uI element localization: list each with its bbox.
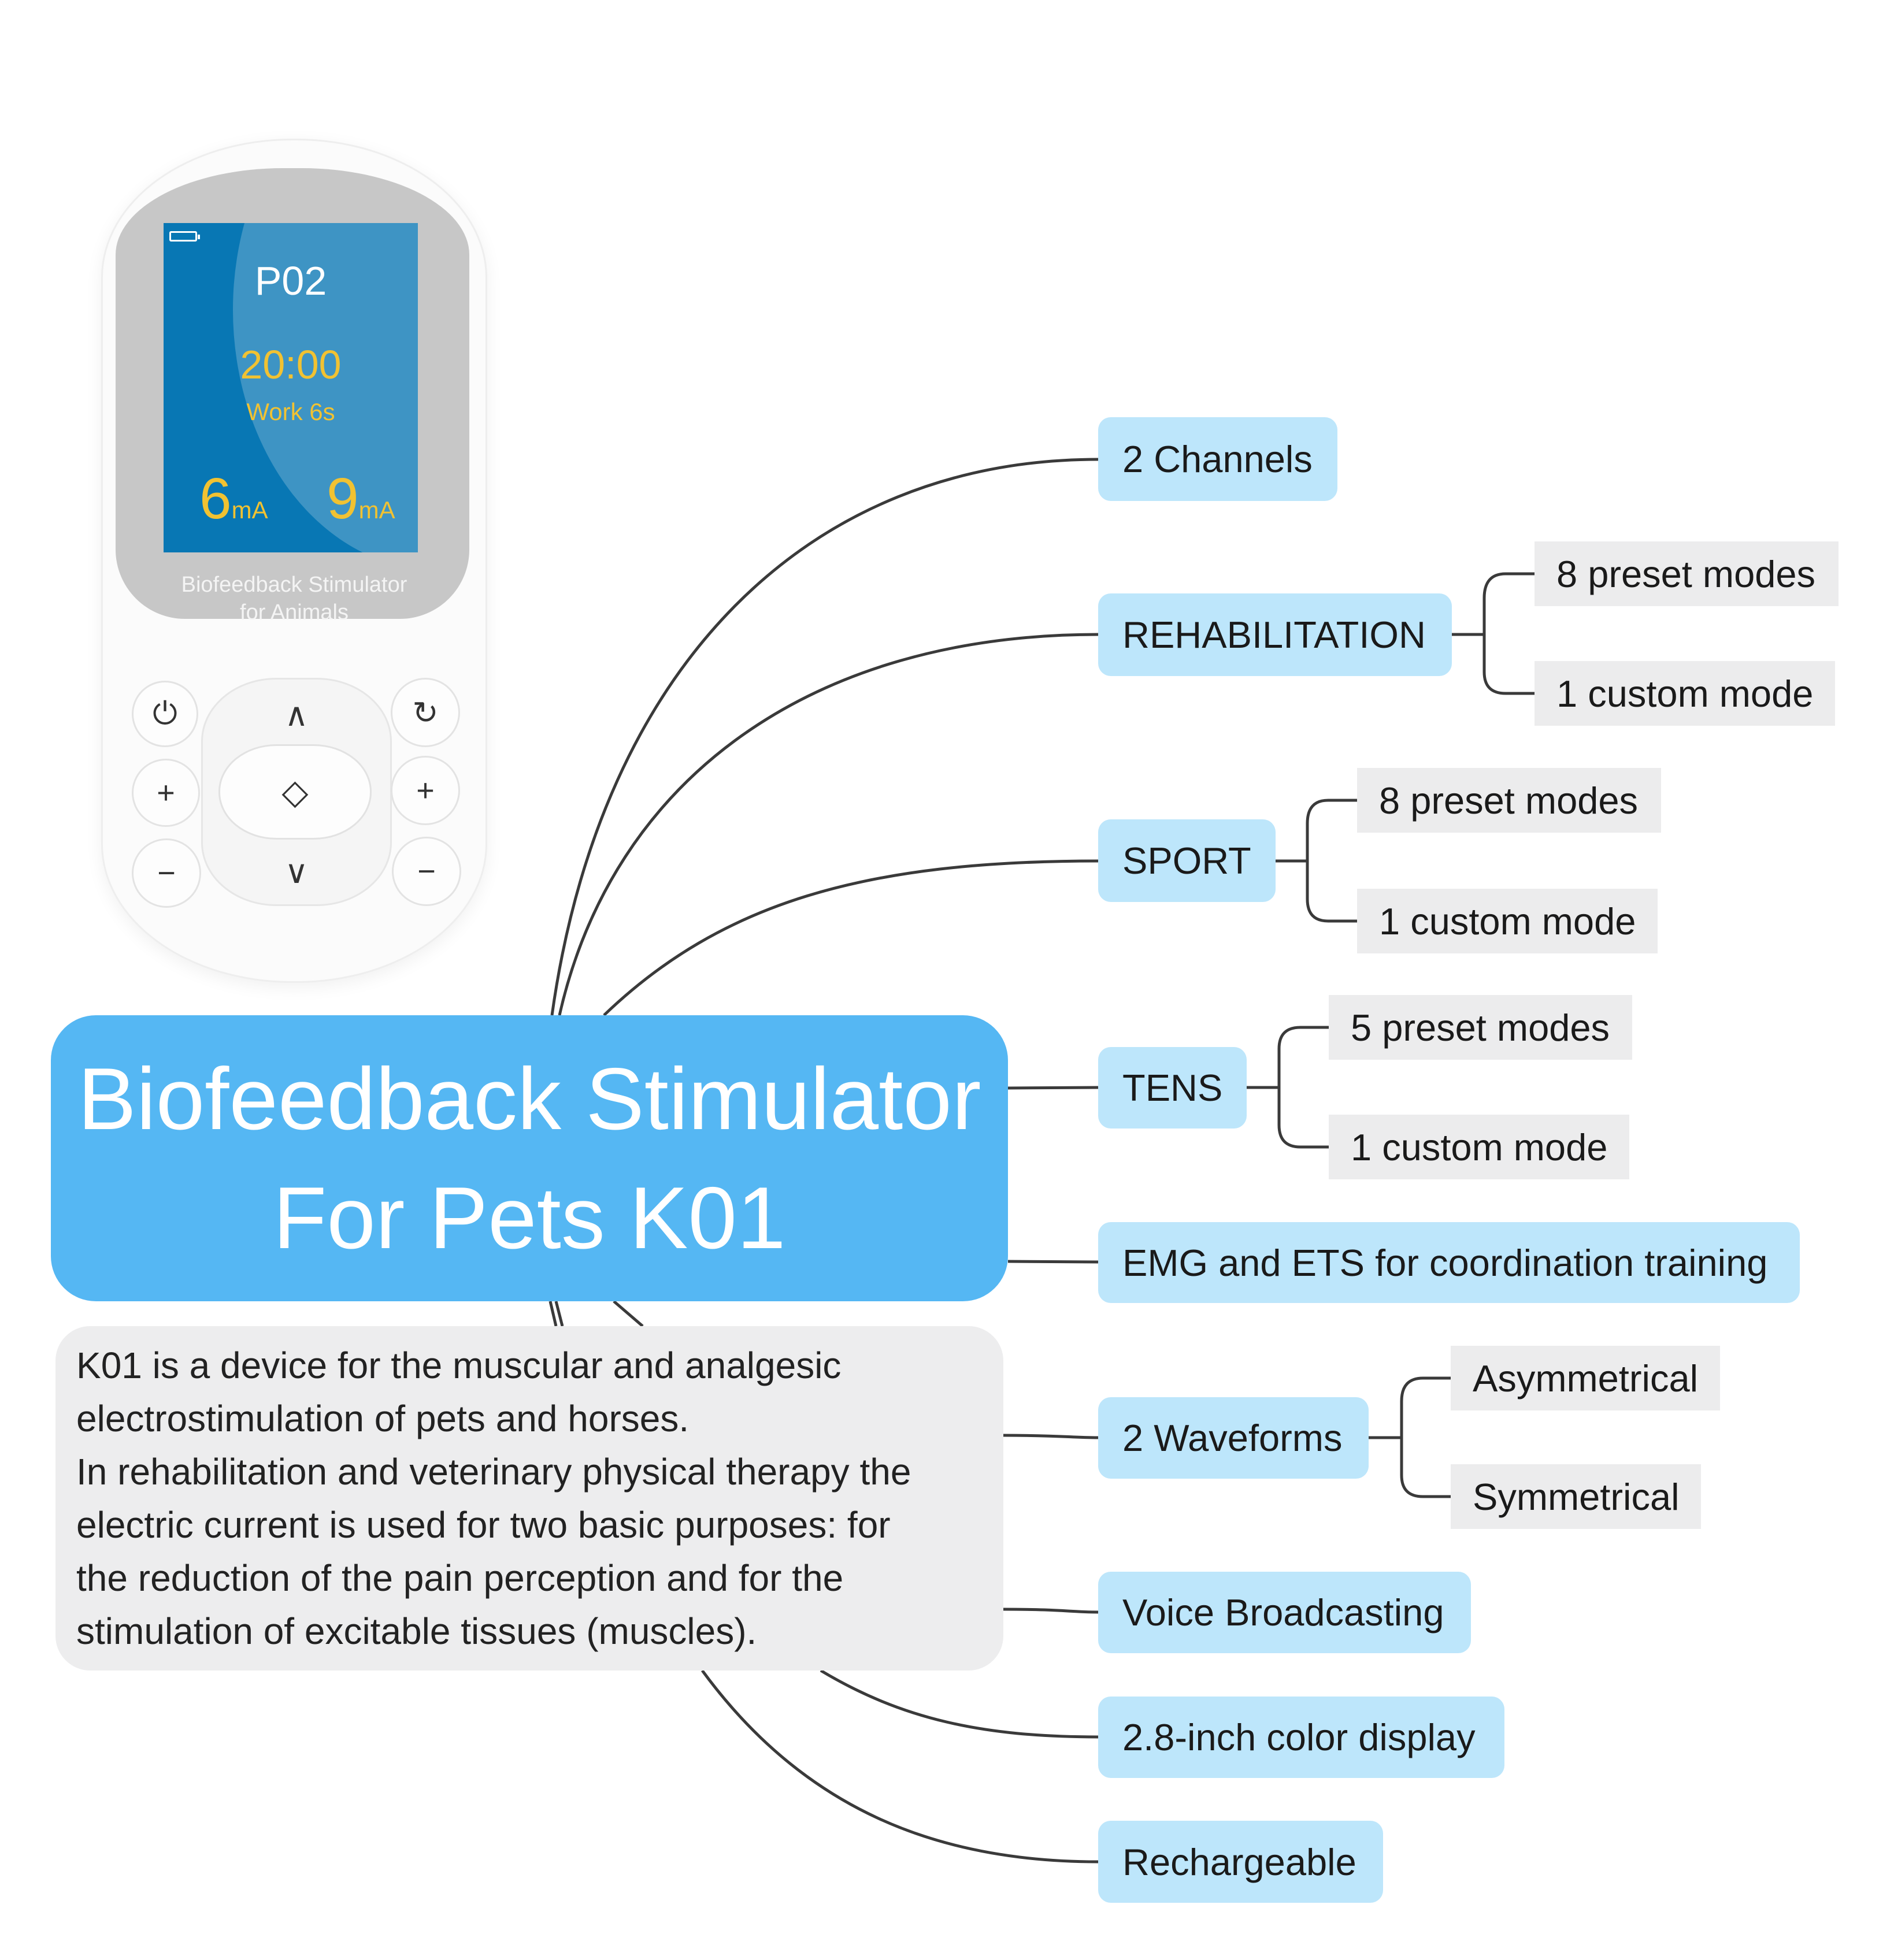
bracket-sport	[1276, 799, 1357, 923]
up-arrow-icon: ∧	[284, 696, 309, 733]
connector-display	[820, 1669, 1099, 1739]
connector-channels	[550, 458, 1099, 1016]
subtopic-sport-custom[interactable]: 1 custom mode	[1357, 889, 1658, 953]
program-readout: P02	[254, 258, 327, 303]
diamond-icon: ◇	[281, 772, 309, 811]
power-button: ⏻	[132, 681, 198, 747]
work-readout: Work 6s	[246, 398, 335, 425]
connector-sport	[603, 859, 1099, 1016]
stimulator-device-image: P02 20:00 Work 6s 6mA 9mA Biofeedback St…	[101, 139, 487, 983]
ok-button: ◇	[218, 744, 372, 840]
connector-voice	[1003, 1608, 1099, 1614]
bracket-tens	[1247, 1026, 1329, 1149]
bracket-rehabilitation	[1452, 572, 1535, 695]
topic-tens[interactable]: TENS	[1098, 1047, 1247, 1129]
power-icon: ⏻	[153, 696, 177, 731]
subtopic-tens-custom[interactable]: 1 custom mode	[1329, 1115, 1629, 1179]
connector-emg	[1007, 1260, 1099, 1264]
device-label-line1: Biofeedback Stimulator	[181, 573, 407, 597]
right-plus-button: +	[391, 756, 460, 825]
central-topic-line2: For Pets K01	[273, 1168, 786, 1267]
connector-waveforms	[1003, 1434, 1099, 1439]
connector-under-central-1	[548, 1301, 558, 1327]
subtopic-tens-preset[interactable]: 5 preset modes	[1329, 995, 1632, 1060]
plus-icon: +	[157, 775, 175, 810]
topic-emg[interactable]: EMG and ETS for coordination training	[1098, 1222, 1800, 1303]
device-screen: P02 20:00 Work 6s 6mA 9mA	[164, 223, 418, 552]
bracket-waveforms	[1369, 1376, 1451, 1498]
topic-waveforms[interactable]: 2 Waveforms	[1098, 1397, 1369, 1479]
topic-channels[interactable]: 2 Channels	[1098, 417, 1337, 501]
connector-under-central-2	[554, 1301, 564, 1327]
left-plus-button: +	[132, 759, 200, 827]
topic-rehabilitation[interactable]: REHABILITATION	[1098, 593, 1452, 676]
topic-color-display[interactable]: 2.8-inch color display	[1098, 1697, 1504, 1778]
down-arrow-icon: ∨	[284, 853, 309, 890]
channel2-readout: 9mA	[327, 466, 395, 531]
topic-voice-broadcasting[interactable]: Voice Broadcasting	[1098, 1572, 1471, 1653]
device-label-line2: for Animals	[240, 600, 349, 625]
channel1-readout: 6mA	[199, 466, 268, 531]
subtopic-sport-preset[interactable]: 8 preset modes	[1357, 768, 1661, 833]
subtopic-rehabilitation-preset[interactable]: 8 preset modes	[1535, 541, 1839, 606]
plus-icon: +	[416, 773, 435, 808]
device-label: Biofeedback Stimulator for Animals	[103, 571, 485, 626]
timer-readout: 20:00	[240, 342, 342, 387]
subtopic-asymmetrical[interactable]: Asymmetrical	[1451, 1346, 1720, 1410]
left-minus-button: −	[132, 838, 201, 908]
connector-under-central-3	[613, 1300, 644, 1327]
cycle-icon: ↻	[412, 695, 439, 730]
subtopic-rehabilitation-custom[interactable]: 1 custom mode	[1535, 661, 1835, 726]
connector-tens	[1007, 1086, 1099, 1090]
connector-rehabilitation	[558, 633, 1099, 1016]
cycle-button: ↻	[391, 678, 460, 747]
connector-rechargeable	[700, 1669, 1099, 1864]
battery-icon	[169, 231, 200, 242]
minus-icon: −	[417, 854, 436, 889]
minus-icon: −	[157, 856, 176, 890]
topic-sport[interactable]: SPORT	[1098, 819, 1276, 902]
subtopic-symmetrical[interactable]: Symmetrical	[1451, 1464, 1701, 1529]
central-topic-line1: Biofeedback Stimulator	[77, 1049, 981, 1148]
topic-rechargeable[interactable]: Rechargeable	[1098, 1821, 1383, 1903]
right-minus-button: −	[392, 837, 461, 906]
description-note[interactable]: K01 is a device for the muscular and ana…	[55, 1326, 1003, 1671]
central-topic[interactable]: Biofeedback Stimulator For Pets K01	[51, 1015, 1008, 1301]
